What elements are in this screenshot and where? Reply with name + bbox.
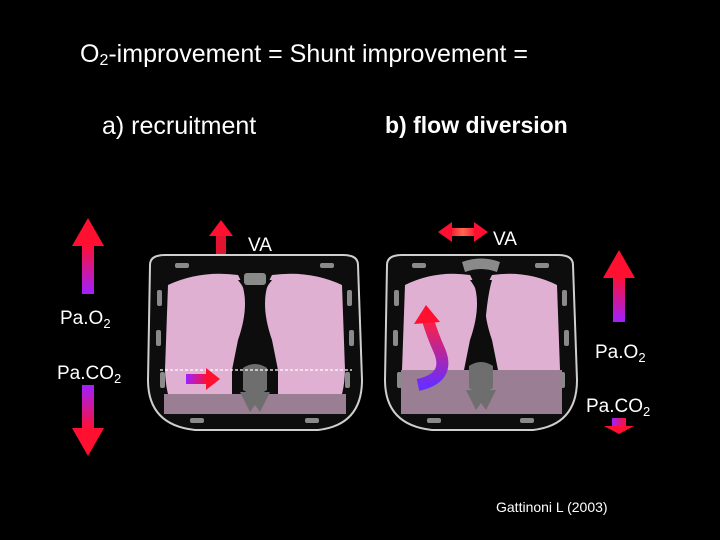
flow-diversion-curved-arrow-icon-b xyxy=(414,305,449,391)
paco2-marker-icon-b xyxy=(604,418,634,434)
citation: Gattinoni L (2003) xyxy=(496,499,608,515)
right-lung-a xyxy=(265,273,345,412)
chest-section-a xyxy=(146,254,364,431)
va-label-b: VA xyxy=(493,229,517,250)
va-up-arrow-icon-a xyxy=(209,220,233,254)
slide-title: O2-improvement = Shunt improvement = xyxy=(80,40,528,69)
pao2-label-a: Pa.O2 xyxy=(60,308,111,331)
va-label-a: VA xyxy=(248,235,272,256)
chest-section-b xyxy=(383,254,579,431)
pao2-up-arrow-icon-a xyxy=(72,218,104,294)
pao2-up-arrow-icon-b xyxy=(603,250,635,322)
va-double-arrow-icon-b xyxy=(438,222,488,242)
panel-a-heading: a) recruitment xyxy=(102,112,257,140)
paco2-down-arrow-icon-a xyxy=(72,385,104,456)
left-lung-a xyxy=(165,273,245,412)
pao2-label-b: Pa.O2 xyxy=(595,342,646,365)
paco2-label-b: Pa.CO2 xyxy=(586,396,651,419)
paco2-label-a: Pa.CO2 xyxy=(57,363,122,386)
panel-b-heading: b) flow diversion xyxy=(385,112,568,138)
recruitment-arrow-icon-a xyxy=(186,368,220,390)
